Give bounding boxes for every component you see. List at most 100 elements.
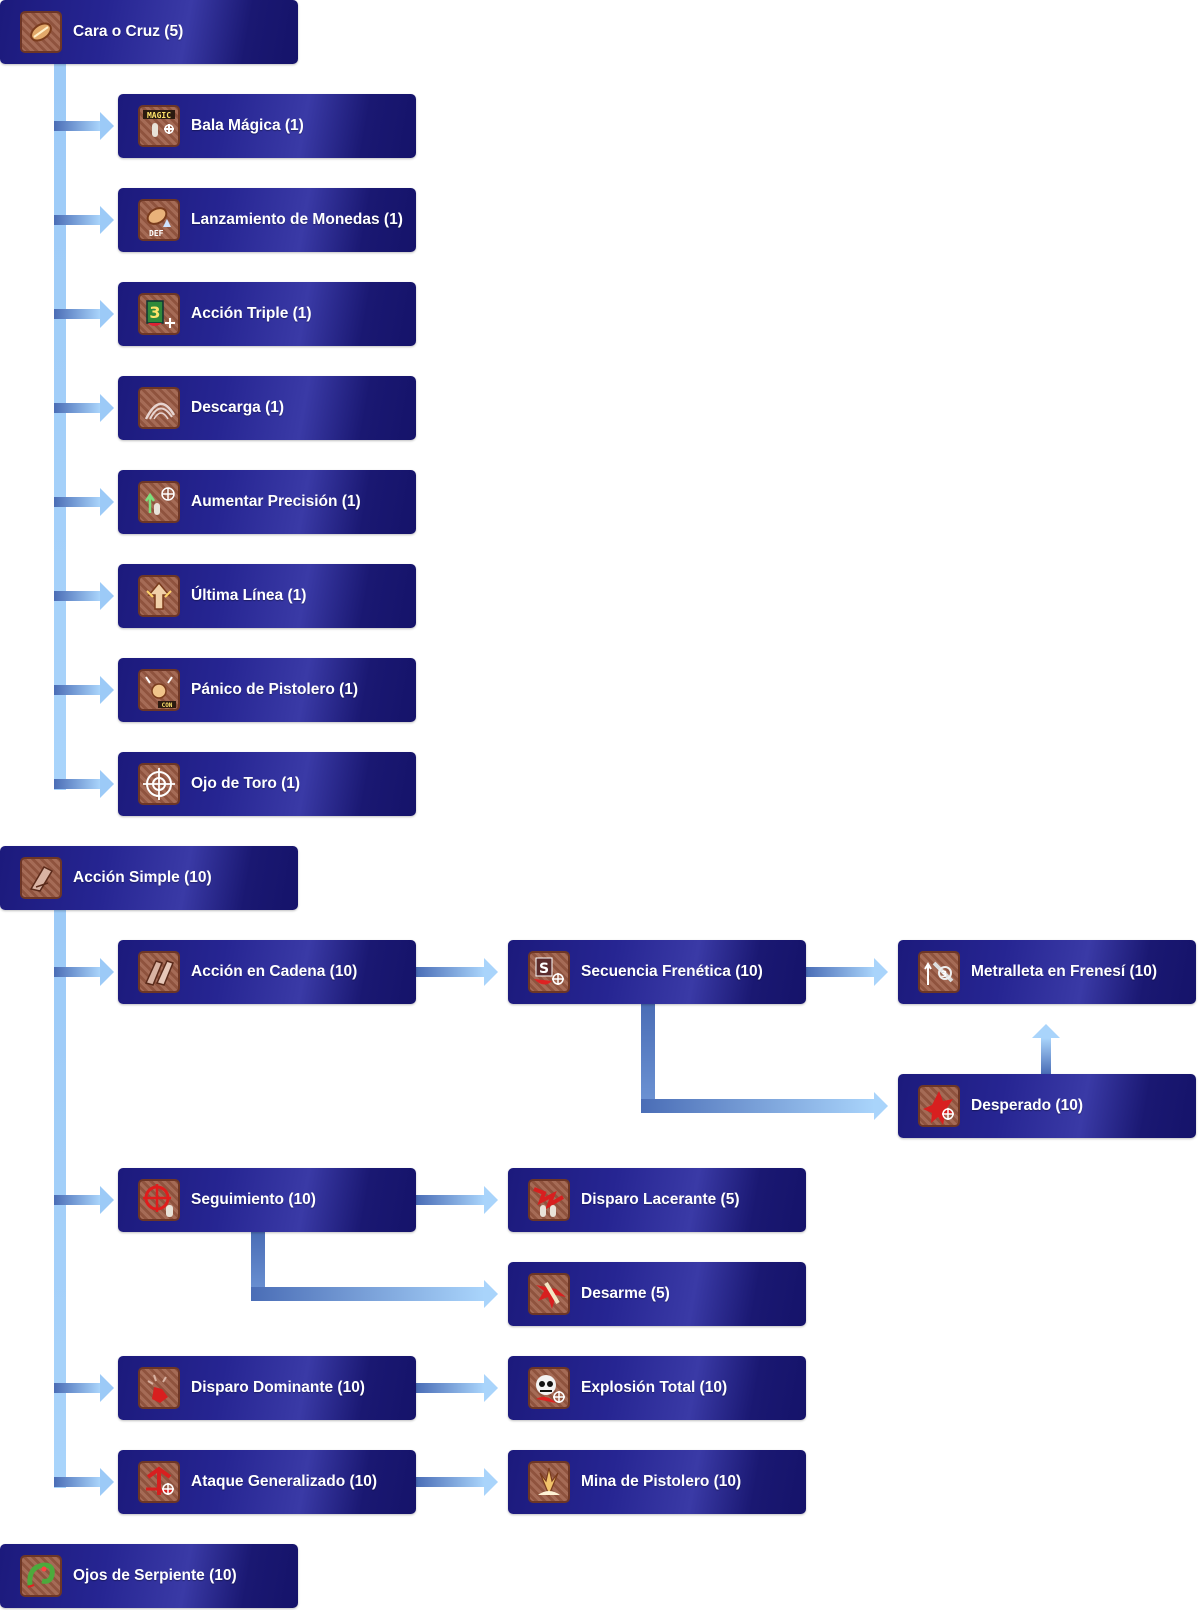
crosshair-icon — [138, 763, 180, 805]
svg-text:3: 3 — [149, 303, 160, 322]
piercing-shot-icon — [528, 1179, 570, 1221]
connector-vertical — [1041, 1038, 1051, 1074]
rapid-shower-icon: S — [528, 951, 570, 993]
arrow-head — [100, 1374, 114, 1402]
skill-label: Descarga (1) — [191, 399, 285, 416]
skill-label: Seguimiento (10) — [191, 1191, 316, 1208]
skill-label: Ataque Generalizado (10) — [191, 1473, 378, 1490]
coin-toss-icon — [20, 11, 62, 53]
desperate-icon — [138, 387, 180, 429]
snake-eye-icon — [20, 1555, 62, 1597]
connector-branch — [54, 779, 100, 789]
tracking-icon — [138, 1179, 180, 1221]
skill-node-desperado[interactable]: Desperado (10) — [898, 1074, 1196, 1138]
last-stand-icon — [138, 575, 180, 617]
svg-text:CON: CON — [162, 702, 173, 709]
arrow-head — [484, 1280, 498, 1308]
arrow-head — [100, 300, 114, 328]
spread-attack-icon — [138, 1461, 180, 1503]
connector-horizontal — [806, 967, 874, 977]
skill-label: Acción Triple (1) — [191, 305, 312, 322]
arrow-head — [100, 582, 114, 610]
gunslinger-panic-icon: CON — [138, 669, 180, 711]
skill-node-disparo-dominante[interactable]: Disparo Dominante (10) — [118, 1356, 416, 1420]
skill-label: Desarme (5) — [581, 1285, 670, 1302]
skill-node-accion-en-cadena[interactable]: Acción en Cadena (10) — [118, 940, 416, 1004]
skill-node-ojo-de-toro[interactable]: Ojo de Toro (1) — [118, 752, 416, 816]
chain-action-icon — [138, 951, 180, 993]
skill-label: Ojo de Toro (1) — [191, 775, 301, 792]
connector-horizontal — [416, 1383, 484, 1393]
skill-node-explosion-total[interactable]: Explosión Total (10) — [508, 1356, 806, 1420]
skill-label: Acción Simple (10) — [73, 869, 212, 886]
arrow-head — [484, 958, 498, 986]
skill-node-metralleta-en-frenesi[interactable]: 3 Metralleta en Frenesí (10) — [898, 940, 1196, 1004]
skill-label: Ojos de Serpiente (10) — [73, 1567, 237, 1584]
connector-horizontal — [641, 1099, 874, 1113]
connector-horizontal — [416, 1195, 484, 1205]
triple-action-icon: 3 — [138, 293, 180, 335]
skill-node-ultima-linea[interactable]: Última Línea (1) — [118, 564, 416, 628]
connector-branch — [54, 685, 100, 695]
skill-node-desarme[interactable]: Desarme (5) — [508, 1262, 806, 1326]
skill-node-accion-simple[interactable]: Acción Simple (10) — [0, 846, 298, 910]
arrow-head — [484, 1468, 498, 1496]
svg-text:DEF: DEF — [149, 229, 164, 238]
arrow-head — [100, 1468, 114, 1496]
connector-horizontal — [416, 1477, 484, 1487]
skill-label: Cara o Cruz (5) — [73, 23, 184, 40]
skill-node-cara-o-cruz[interactable]: Cara o Cruz (5) — [0, 0, 298, 64]
skill-label: Acción en Cadena (10) — [191, 963, 358, 980]
gatling-fever-icon: 3 — [918, 951, 960, 993]
arrow-head — [484, 1374, 498, 1402]
svg-text:MAGIC: MAGIC — [147, 111, 171, 120]
skill-label: Bala Mágica (1) — [191, 117, 304, 134]
arrow-head — [100, 394, 114, 422]
connector-vertical — [641, 1004, 655, 1113]
arrow-head — [100, 770, 114, 798]
arrow-head — [100, 112, 114, 140]
arrow-head — [874, 958, 888, 986]
connector-trunk — [54, 910, 66, 1488]
skill-label: Última Línea (1) — [191, 587, 307, 604]
connector-branch — [54, 497, 100, 507]
skill-node-disparo-lacerante[interactable]: Disparo Lacerante (5) — [508, 1168, 806, 1232]
coin-flip-def-icon: DEF — [138, 199, 180, 241]
skill-node-accion-triple[interactable]: 3 Acción Triple (1) — [118, 282, 416, 346]
connector-trunk — [54, 64, 66, 790]
skill-label: Aumentar Precisión (1) — [191, 493, 361, 510]
skill-label: Metralleta en Frenesí (10) — [971, 963, 1158, 980]
full-buster-icon — [528, 1367, 570, 1409]
connector-horizontal — [251, 1287, 484, 1301]
connector-branch — [54, 591, 100, 601]
connector-branch — [54, 215, 100, 225]
disarm-icon — [528, 1273, 570, 1315]
connector-vertical — [251, 1232, 265, 1301]
arrow-head — [100, 676, 114, 704]
skill-node-mina-de-pistolero[interactable]: Mina de Pistolero (10) — [508, 1450, 806, 1514]
arrow-head — [874, 1092, 888, 1120]
connector-branch — [54, 1383, 100, 1393]
skill-label: Desperado (10) — [971, 1097, 1083, 1114]
increase-accuracy-icon — [138, 481, 180, 523]
connector-branch — [54, 309, 100, 319]
single-action-icon — [20, 857, 62, 899]
ground-drift-icon — [528, 1461, 570, 1503]
magic-bullet-icon: MAGIC — [138, 105, 180, 147]
skill-node-ojos-de-serpiente[interactable]: Ojos de Serpiente (10) — [0, 1544, 298, 1608]
skill-node-aumentar-precision[interactable]: Aumentar Precisión (1) — [118, 470, 416, 534]
connector-branch — [54, 121, 100, 131]
skill-node-descarga[interactable]: Descarga (1) — [118, 376, 416, 440]
svg-text:3: 3 — [941, 970, 947, 980]
skill-label: Disparo Dominante (10) — [191, 1379, 365, 1396]
arrow-head — [1032, 1024, 1060, 1038]
skill-node-ataque-generalizado[interactable]: Ataque Generalizado (10) — [118, 1450, 416, 1514]
arrow-head — [100, 958, 114, 986]
connector-branch — [54, 1477, 100, 1487]
skill-node-bala-magica[interactable]: MAGIC Bala Mágica (1) — [118, 94, 416, 158]
skill-node-seguimiento[interactable]: Seguimiento (10) — [118, 1168, 416, 1232]
